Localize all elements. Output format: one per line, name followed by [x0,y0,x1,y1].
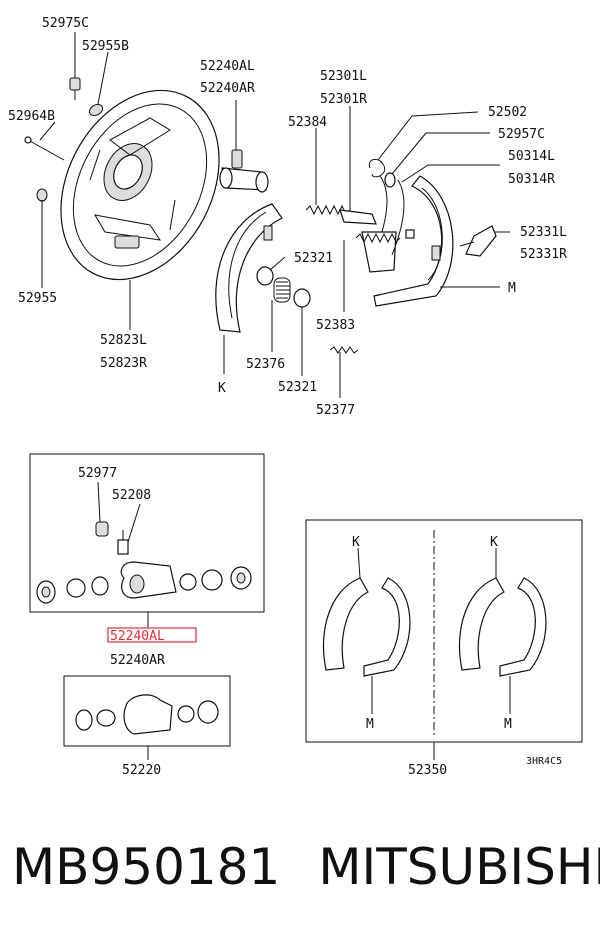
wheel-cylinder-top [219,149,269,193]
label-52502: 52502 [488,105,527,120]
label-52301r: 52301R [320,92,367,107]
label-52240al-top: 52240AL [200,59,255,74]
spring-52376 [273,277,291,303]
cup-52321-b [293,288,311,308]
label-52321-b: 52321 [278,380,317,395]
label-52977: 52977 [78,466,117,481]
label-50314l: 50314L [508,149,555,164]
label-m-top: M [508,281,516,296]
label-52823l: 52823L [100,333,147,348]
label-m-right: M [504,717,512,732]
plug-52955 [36,188,48,202]
lever-52301 [339,175,397,273]
cylinder-kit-box [63,675,231,747]
label-52377: 52377 [316,403,355,418]
label-k-left: K [352,535,360,550]
cylinder-components [36,561,252,604]
bolt-52964b [24,136,65,161]
cylinder-parts-box [29,453,265,613]
cup-52321-a [256,266,274,286]
part-number: MB950181 [12,838,281,896]
label-52955b: 52955B [82,39,129,54]
washer-52957c [384,172,396,188]
label-52240al-highlighted: 52240AL [110,629,165,644]
label-52240ar-bottom: 52240AR [110,653,165,668]
cylinder-kit-parts [75,694,219,735]
label-m-left: M [366,717,374,732]
label-50314r: 50314R [508,172,555,187]
label-52331l: 52331L [520,225,567,240]
plug-52955b [88,103,104,117]
label-52321-a: 52321 [294,251,333,266]
label-52957c: 52957C [498,127,545,142]
label-52220: 52220 [122,763,161,778]
reference-code: 3HR4C5 [526,756,562,767]
adjuster-52331 [459,225,497,257]
label-52376: 52376 [246,357,285,372]
label-52384: 52384 [288,115,327,130]
brand-name: MITSUBISHI [318,838,600,896]
shoe-set-box [305,519,583,743]
pin-52377 [329,346,359,354]
label-52301l: 52301L [320,69,367,84]
label-52964b: 52964B [8,109,55,124]
footer-caption: MB950181 MITSUBISHI [12,838,600,898]
shoe-set-right [459,577,547,677]
backing-plate [60,89,220,281]
brake-shoe-m [373,175,454,307]
label-52823r: 52823R [100,356,147,371]
label-52975c: 52975C [42,16,89,31]
label-52331r: 52331R [520,247,567,262]
highlight-box [107,627,197,643]
bleeder-52208 [117,530,129,555]
brake-shoe-k [215,203,283,333]
plate-50314 [391,179,405,256]
clip-52502 [368,159,386,178]
label-k-top: K [218,381,226,396]
label-k-right: K [490,535,498,550]
label-52955: 52955 [18,291,57,306]
label-52350: 52350 [408,763,447,778]
shoe-set-left [323,577,411,677]
bolt-52975c [69,77,81,100]
spring-52384 [305,204,351,216]
spring-52383 [355,229,415,244]
label-52208: 52208 [112,488,151,503]
label-52240ar-top: 52240AR [200,81,255,96]
cap-52977 [95,521,109,537]
label-52383: 52383 [316,318,355,333]
